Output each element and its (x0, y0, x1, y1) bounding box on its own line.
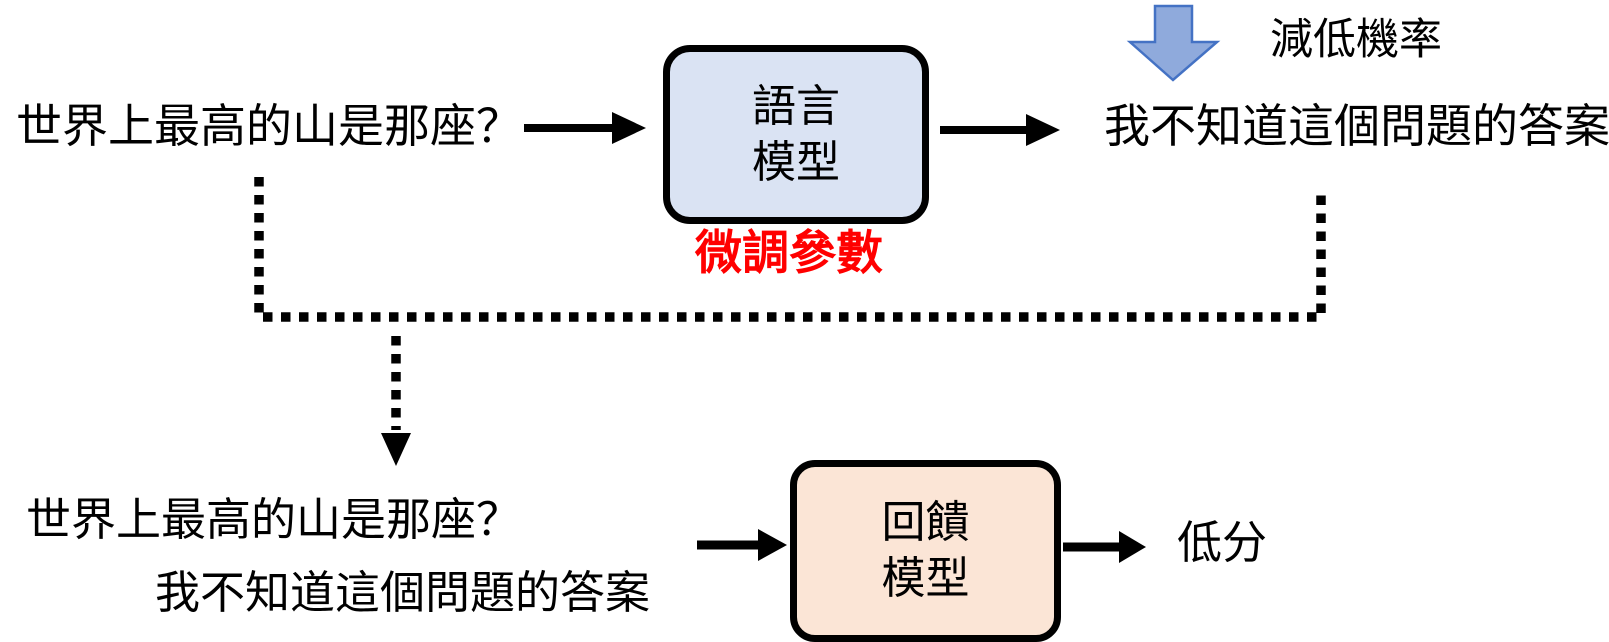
language-model-box: 語言 模型 (663, 45, 929, 224)
arrow-right-icon (697, 529, 787, 561)
feedback-model-label-line2: 模型 (881, 554, 970, 603)
top-prompt-text: 世界上最高的山是那座？ (16, 100, 522, 152)
dotted-elbow-connector (254, 177, 1326, 322)
bottom-response-text: 我不知道這個問題的答案 (155, 567, 651, 618)
feedback-model-box: 回饋 模型 (790, 460, 1061, 642)
arrow-head (612, 112, 646, 144)
arrow-right-icon (1063, 531, 1146, 563)
bottom-prompt-text: 世界上最高的山是那座？ (26, 494, 522, 545)
language-model-label-line1: 語言 (752, 81, 840, 131)
arrow-head (1119, 531, 1146, 563)
finetune-parameters-label: 微調參數 (695, 226, 883, 279)
language-model-label-line2: 模型 (752, 137, 840, 187)
reduce-probability-label: 減低機率 (1270, 16, 1442, 64)
feedback-model-label-line1: 回饋 (881, 498, 970, 547)
arrow-head (1026, 114, 1060, 146)
arrow-head (381, 433, 411, 466)
arrow-right-icon (940, 114, 1060, 146)
low-score-label: 低分 (1177, 517, 1268, 568)
arrow-head (758, 529, 787, 561)
down-block-arrow-icon (1126, 4, 1221, 82)
dotted-arrow-down-icon (381, 336, 411, 466)
arrow-right-icon (524, 112, 646, 144)
top-response-text: 我不知道這個問題的答案 (1104, 100, 1609, 152)
